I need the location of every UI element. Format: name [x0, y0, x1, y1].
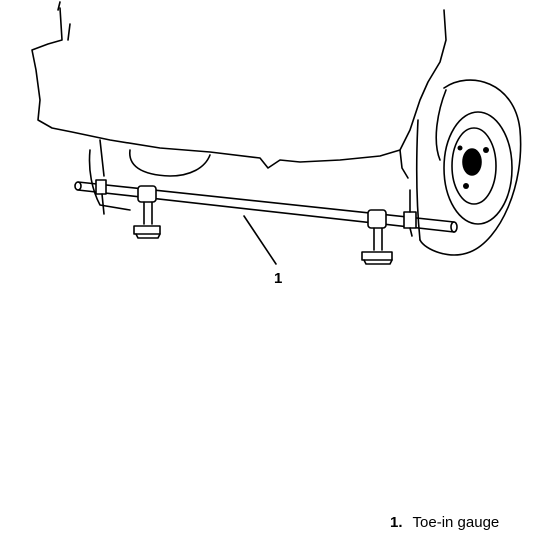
legend-item-label: Toe-in gauge [412, 514, 500, 531]
legend-item-number: 1. [390, 514, 403, 531]
callout-leader-line [243, 215, 277, 265]
vehicle-body [31, 1, 447, 179]
gauge-right-clamp [361, 189, 417, 265]
right-front-tire [415, 79, 522, 256]
legend: 1. Toe-in gauge [390, 514, 499, 531]
gauge-left-clamp [95, 179, 161, 239]
callout-number: 1 [274, 270, 283, 287]
gauge-bar [74, 181, 458, 233]
